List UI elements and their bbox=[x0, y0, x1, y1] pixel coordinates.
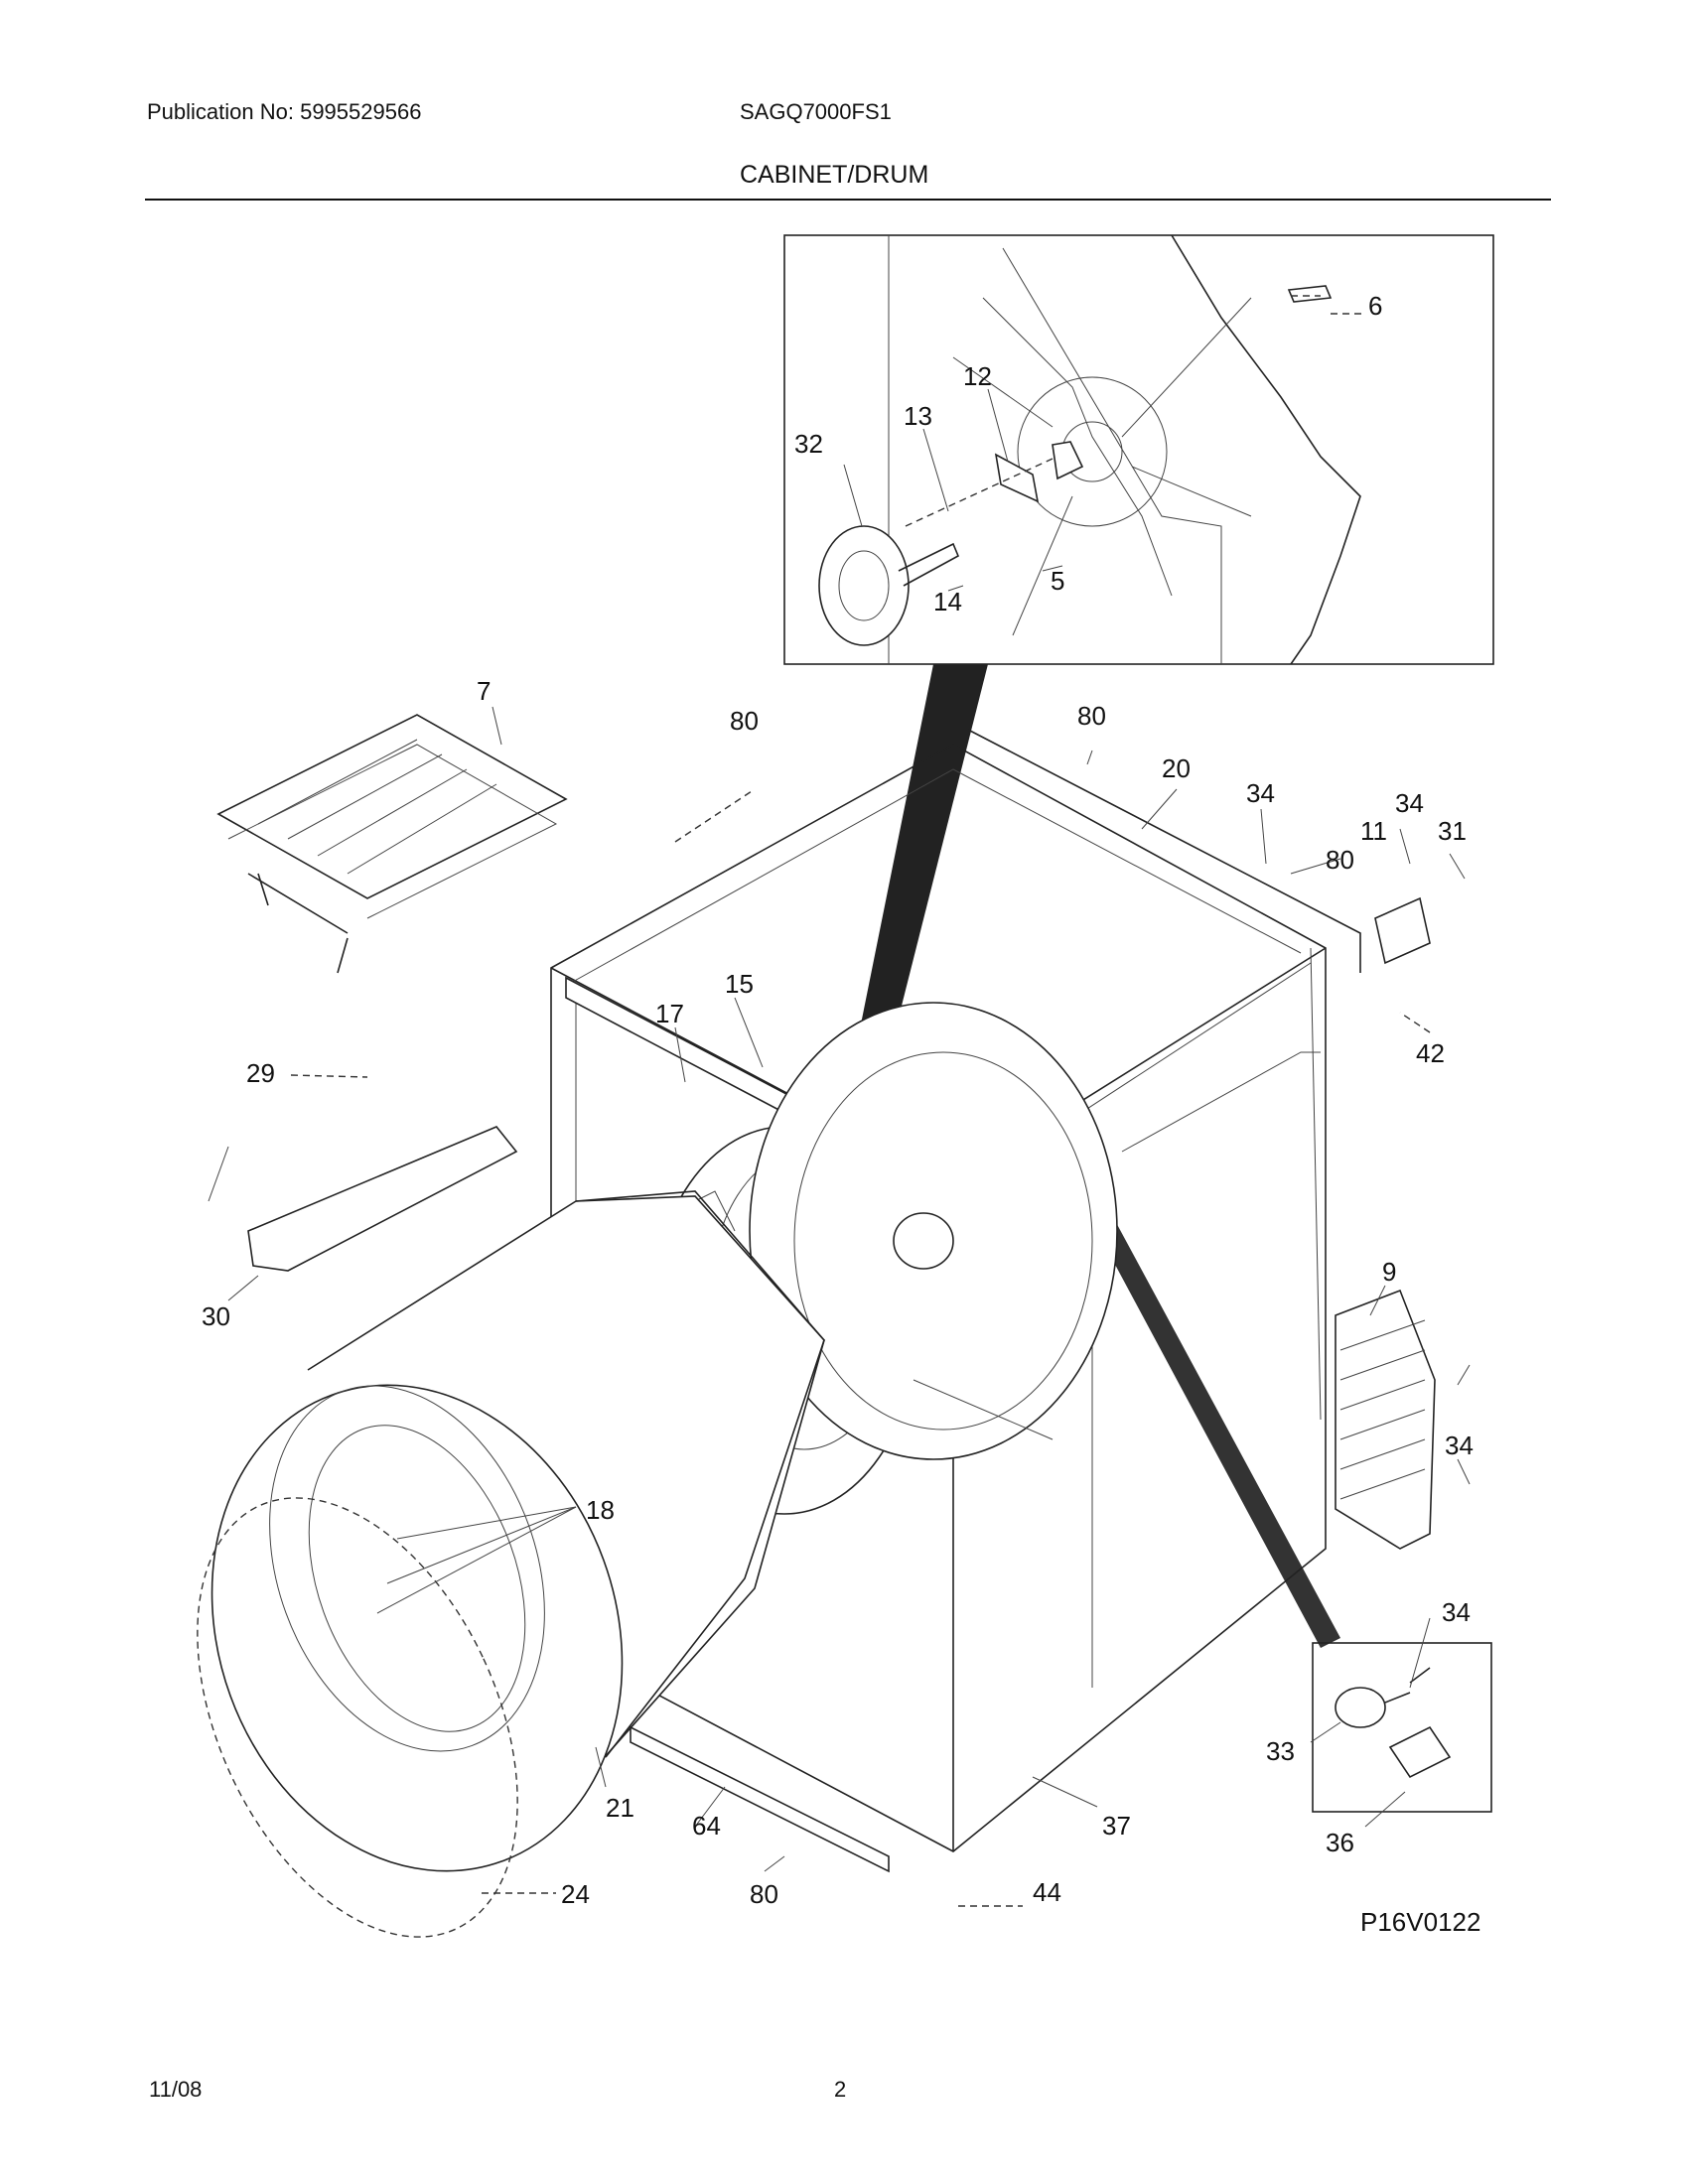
callout-13: 13 bbox=[904, 401, 932, 431]
page-number: 2 bbox=[834, 2077, 847, 2102]
callout-80a: 80 bbox=[730, 706, 759, 736]
callout-80c: 80 bbox=[1326, 845, 1354, 875]
bearing-detail-inset bbox=[783, 234, 1494, 665]
publication-date: 11/08 bbox=[149, 2077, 203, 2102]
callout-42: 42 bbox=[1416, 1038, 1445, 1068]
callout-17: 17 bbox=[655, 999, 684, 1028]
drum bbox=[211, 1190, 825, 1872]
rear-bulkhead bbox=[749, 1002, 1118, 1460]
callout-30: 30 bbox=[202, 1301, 230, 1331]
callout-7: 7 bbox=[477, 676, 491, 706]
callout-44: 44 bbox=[1033, 1877, 1061, 1907]
callout-20: 20 bbox=[1162, 753, 1191, 783]
callout-29: 29 bbox=[246, 1058, 275, 1088]
drum-seal bbox=[197, 1497, 518, 1938]
callout-18: 18 bbox=[586, 1495, 615, 1525]
model-number: SAGQ7000FS1 bbox=[740, 99, 892, 124]
callout-32: 32 bbox=[794, 429, 823, 459]
rear-panel bbox=[1335, 1289, 1436, 1550]
callout-80d: 80 bbox=[750, 1879, 778, 1909]
callout-34c: 34 bbox=[1445, 1431, 1474, 1460]
callout-14: 14 bbox=[933, 587, 962, 616]
diagram-code: P16V0122 bbox=[1360, 1907, 1480, 1937]
callout-6: 6 bbox=[1368, 291, 1382, 321]
callout-12: 12 bbox=[963, 361, 992, 391]
inset-pointer-beam-lower bbox=[1055, 1142, 1340, 1648]
toe-kick bbox=[247, 1126, 518, 1272]
callout-31: 31 bbox=[1438, 816, 1467, 846]
drum-light-detail-inset bbox=[1312, 1642, 1492, 1813]
callout-80b: 80 bbox=[1077, 701, 1106, 731]
callout-21: 21 bbox=[606, 1793, 634, 1823]
publication-number: Publication No: 5995529566 bbox=[147, 99, 422, 124]
callout-24: 24 bbox=[561, 1879, 590, 1909]
callout-34a: 34 bbox=[1246, 778, 1275, 808]
callout-37: 37 bbox=[1102, 1811, 1131, 1841]
callout-34b: 34 bbox=[1395, 788, 1424, 818]
callout-34d: 34 bbox=[1442, 1597, 1471, 1627]
drying-rack bbox=[216, 714, 568, 974]
section-title: CABINET/DRUM bbox=[740, 161, 929, 189]
leader-lines bbox=[208, 313, 1471, 1907]
callout-9: 9 bbox=[1382, 1257, 1396, 1287]
callout-15: 15 bbox=[725, 969, 754, 999]
header-rule bbox=[145, 199, 1551, 201]
callout-5: 5 bbox=[1051, 566, 1064, 596]
rear-bracket bbox=[1374, 896, 1431, 965]
callout-labels: 6 12 13 32 14 5 7 80 80 20 34 34 11 31 8… bbox=[202, 291, 1480, 1937]
callout-36: 36 bbox=[1326, 1828, 1354, 1857]
callout-33: 33 bbox=[1266, 1736, 1295, 1766]
callout-64: 64 bbox=[692, 1811, 721, 1841]
base-rail bbox=[630, 1725, 890, 1873]
callout-11: 11 bbox=[1360, 816, 1387, 846]
